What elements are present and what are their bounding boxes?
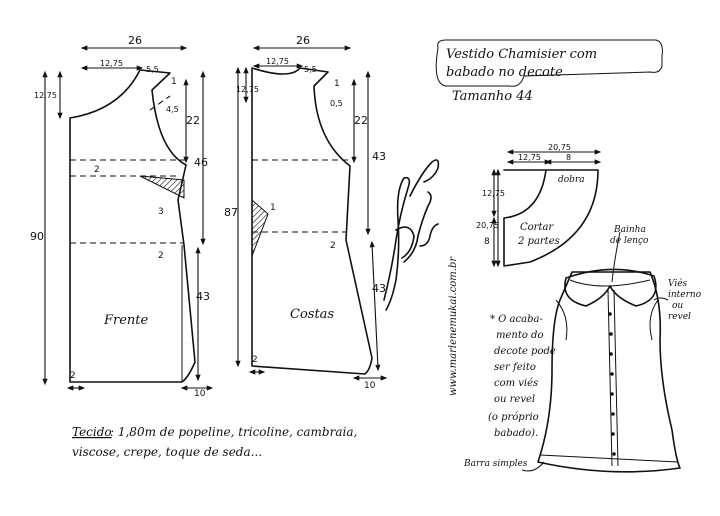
- back-waist-depth-label: 43: [372, 150, 386, 163]
- vies-note-3: ou: [672, 301, 683, 311]
- vies-note-2: interno: [668, 290, 702, 300]
- front-dart-b-label: 3: [158, 207, 164, 217]
- ruffle-outline: [503, 169, 599, 267]
- title-bubble: [435, 39, 663, 87]
- website-text: www.marlenemukai.com.br: [448, 256, 459, 396]
- back-armhole-point-label: 0,5: [330, 99, 343, 108]
- dress-illustration: [521, 231, 681, 473]
- back-left-top-label: 12,75: [236, 85, 259, 94]
- front-width-label: 26: [128, 34, 142, 47]
- barra-pointer: [521, 461, 545, 472]
- back-armhole-depth-label: 22: [354, 114, 368, 127]
- front-shoulder-right-label: 5,5: [146, 65, 159, 74]
- ruffle-inner-label: 12,75: [518, 153, 541, 162]
- dress-left-armhole: [555, 299, 568, 341]
- finish-line-3: ser feito: [494, 362, 536, 373]
- front-pattern-piece: 26 12,75 5,5 1 4,5 12,75 90 22 46 2 3 2 …: [30, 34, 214, 399]
- front-skirt-label: 43: [196, 290, 210, 303]
- back-shoulder-right-label: 5,5: [304, 65, 317, 74]
- fabric-line-1: : 1,80m de popeline, tricoline, cambraia…: [110, 425, 357, 439]
- signature: [383, 159, 440, 311]
- ruffle-height-a-label: 12,75: [482, 189, 505, 198]
- back-width-label: 26: [296, 34, 310, 47]
- back-outline: [251, 67, 373, 375]
- finish-line-5: ou revel: [494, 394, 535, 405]
- finish-note: * O acaba- mento do decote pode ser feit…: [488, 314, 556, 439]
- title-block: Vestido Chamisier com babado no decote T…: [435, 39, 663, 104]
- front-length-label: 90: [30, 230, 44, 243]
- ruffle-fold-label: dobra: [558, 175, 585, 185]
- vies-note-4: revel: [668, 312, 691, 322]
- ruffle-cut-note-2: 2 partes: [517, 236, 560, 247]
- back-hem-left-label: 2: [252, 355, 258, 365]
- vies-note-1: Viés: [668, 278, 688, 289]
- front-armhole-point-label: 4,5: [166, 105, 179, 114]
- back-shoulder-left-label: 12,75: [266, 57, 289, 66]
- fabric-line-2: viscose, crepe, toque de seda...: [72, 445, 262, 459]
- bainha-note-2: de lenço: [610, 236, 649, 246]
- dress-body: [537, 271, 681, 473]
- back-dart-a-label: 1: [270, 203, 276, 213]
- dress-placket-edge: [613, 289, 619, 467]
- finish-line-7: babado).: [494, 428, 538, 439]
- back-pattern-piece: 26 12,75 5,5 1 0,5 12,75 87 22 43 1 2 43…: [224, 34, 388, 391]
- fabric-label: Tecido: [72, 425, 112, 439]
- back-skirt-arrow: [369, 240, 381, 372]
- back-neck-drop-label: 1: [334, 79, 340, 89]
- bainha-pointer: [611, 231, 621, 283]
- front-waist-depth-label: 46: [194, 156, 208, 169]
- title-line-3: Tamanho 44: [452, 89, 533, 104]
- front-dart-c-label: 2: [158, 251, 164, 261]
- back-hem-flare-label: 10: [364, 381, 376, 391]
- front-shoulder-left-label: 12,75: [100, 59, 123, 68]
- ruffle-pattern-piece: 20,75 12,75 8 dobra 12,75 20,75 8 Cortar…: [476, 143, 602, 268]
- front-piece-name: Frente: [103, 313, 149, 328]
- dress-collar: [564, 268, 657, 307]
- vies-pointer: [653, 297, 669, 301]
- dress-buttons: [608, 312, 616, 456]
- ruffle-cut-note-1: Cortar: [520, 222, 554, 233]
- finish-line-2: decote pode: [494, 346, 556, 357]
- front-dart: [139, 175, 185, 199]
- finish-line-1: mento do: [496, 330, 543, 341]
- dress-right-armhole: [649, 299, 659, 341]
- front-armhole-depth-label: 22: [186, 114, 200, 127]
- title-line-2: babado no decote: [446, 65, 563, 80]
- title-line-1: Vestido Chamisier com: [446, 47, 597, 62]
- back-length-label: 87: [224, 206, 238, 219]
- front-hem-flare-label: 10: [194, 389, 206, 399]
- front-hem-left-label: 2: [70, 371, 76, 381]
- dress-neckline: [569, 279, 651, 287]
- front-dart-a-label: 2: [94, 165, 100, 175]
- back-skirt-label: 43: [372, 282, 386, 295]
- front-armhole-guide: [149, 95, 171, 111]
- ruffle-inner-right-label: 8: [566, 153, 571, 162]
- ruffle-height-c-label: 8: [484, 237, 490, 247]
- finish-line-0: * O acaba-: [490, 314, 543, 325]
- front-neck-drop-label: 1: [171, 77, 177, 87]
- back-dart: [251, 198, 269, 257]
- back-piece-name: Costas: [290, 307, 334, 322]
- ruffle-height-b-label: 20,75: [476, 221, 499, 230]
- back-dart-b-label: 2: [330, 241, 336, 251]
- barra-note: Barra simples: [463, 459, 528, 469]
- dress-hem-line: [539, 454, 679, 463]
- finish-line-4: com viés: [494, 378, 538, 389]
- ruffle-width-label: 20,75: [548, 143, 571, 152]
- finish-line-6: (o próprio: [488, 412, 539, 423]
- front-outline: [69, 69, 196, 383]
- bainha-note-1: Bainha: [613, 225, 646, 235]
- fabric-note: Tecido : 1,80m de popeline, tricoline, c…: [72, 425, 357, 459]
- front-left-top-label: 12,75: [34, 91, 57, 100]
- dress-placket: [607, 289, 613, 467]
